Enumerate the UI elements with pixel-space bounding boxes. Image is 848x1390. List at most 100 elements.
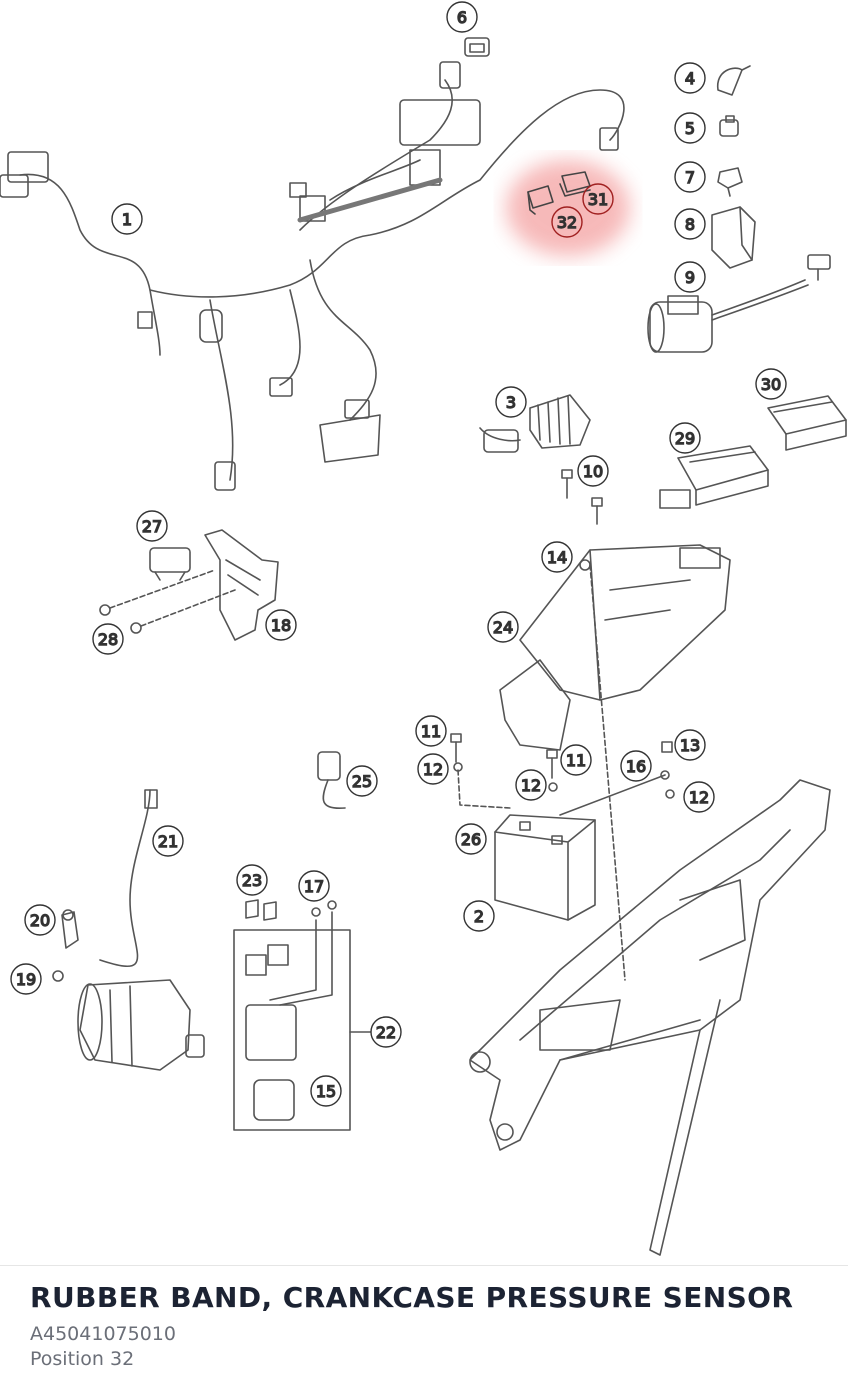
bolt-10[interactable]	[561, 469, 603, 525]
screw-11[interactable]	[450, 733, 558, 779]
callout-14: 14	[541, 541, 573, 573]
callout-10: 10	[577, 455, 609, 487]
cover-29[interactable]	[659, 445, 769, 509]
svg-text:19: 19	[16, 970, 36, 989]
svg-text:12: 12	[423, 760, 443, 779]
svg-text:12: 12	[521, 776, 541, 795]
svg-text:32: 32	[557, 213, 577, 232]
clip-23[interactable]	[245, 899, 277, 921]
callout-7: 7	[674, 161, 706, 193]
svg-text:14: 14	[547, 548, 567, 567]
svg-text:11: 11	[566, 751, 586, 770]
callout-4: 4	[674, 62, 706, 94]
clip-5[interactable]	[719, 115, 739, 137]
callout-13: 13	[674, 729, 706, 761]
fuse-box-27[interactable]	[149, 547, 191, 581]
svg-text:17: 17	[304, 877, 324, 896]
svg-text:31: 31	[588, 190, 608, 209]
svg-text:10: 10	[583, 462, 603, 481]
callout-21: 21	[152, 825, 184, 857]
callout-11b: 11	[560, 744, 592, 776]
screw-17[interactable]	[311, 900, 337, 917]
svg-text:29: 29	[675, 429, 695, 448]
callout-3: 3	[495, 386, 527, 418]
svg-text:5: 5	[685, 119, 695, 138]
voltage-regulator[interactable]	[479, 394, 591, 453]
part-position: Position 32	[30, 1348, 135, 1370]
callout-18: 18	[265, 609, 297, 641]
callout-labels: 1 2 3 4 5 6 7 8 9 10 11 11 12 12 12 13 1…	[10, 1, 787, 1107]
part-info-panel: RUBBER BAND, CRANKCASE PRESSURE SENSOR A…	[0, 1265, 848, 1390]
callout-6: 6	[446, 1, 478, 33]
nut-13[interactable]	[661, 741, 673, 753]
nut-19[interactable]	[52, 970, 64, 982]
rear-subframe[interactable]	[469, 779, 831, 1256]
svg-text:18: 18	[271, 616, 291, 635]
nut-28[interactable]	[99, 569, 236, 634]
callout-27: 27	[136, 510, 168, 542]
part-number: A45041075010	[30, 1323, 176, 1345]
cable-16[interactable]	[457, 769, 670, 816]
svg-text:27: 27	[142, 517, 162, 536]
holder-7[interactable]	[717, 167, 743, 197]
svg-text:2: 2	[474, 907, 484, 926]
svg-text:13: 13	[680, 736, 700, 755]
svg-text:21: 21	[158, 832, 178, 851]
callout-5: 5	[674, 112, 706, 144]
connector-6[interactable]	[464, 37, 490, 57]
svg-text:3: 3	[506, 393, 516, 412]
svg-text:20: 20	[30, 911, 50, 930]
svg-text:16: 16	[626, 757, 646, 776]
callout-32[interactable]: 32	[551, 206, 583, 238]
battery-holder-24[interactable]	[499, 544, 731, 981]
callout-29: 29	[669, 422, 701, 454]
wiring-harness[interactable]	[0, 61, 625, 491]
svg-text:8: 8	[685, 215, 695, 234]
svg-text:12: 12	[689, 788, 709, 807]
callout-28: 28	[92, 623, 124, 655]
sensor-9[interactable]	[647, 254, 831, 353]
callout-12b: 12	[515, 769, 547, 801]
callout-15: 15	[310, 1075, 342, 1107]
callout-26: 26	[455, 823, 487, 855]
svg-text:23: 23	[242, 871, 262, 890]
callout-31[interactable]: 31	[582, 183, 614, 215]
svg-text:28: 28	[98, 630, 118, 649]
svg-text:26: 26	[461, 830, 481, 849]
rubber-cap-8[interactable]	[711, 206, 756, 269]
starter-relay-group[interactable]	[233, 911, 373, 1131]
svg-text:6: 6	[457, 8, 467, 27]
svg-text:7: 7	[685, 168, 695, 187]
svg-text:11: 11	[421, 722, 441, 741]
cable-tie[interactable]	[717, 65, 751, 96]
svg-text:22: 22	[376, 1023, 396, 1042]
callout-12c: 12	[683, 781, 715, 813]
callout-19: 19	[10, 963, 42, 995]
callout-16: 16	[620, 750, 652, 782]
bracket-18[interactable]	[204, 529, 279, 641]
callout-11a: 11	[415, 715, 447, 747]
cover-30[interactable]	[767, 395, 847, 451]
starter-cable-21[interactable]	[99, 789, 158, 968]
callout-9: 9	[674, 261, 706, 293]
callout-8: 8	[674, 208, 706, 240]
callout-2: 2	[463, 900, 495, 932]
callout-17: 17	[298, 870, 330, 902]
callout-12a: 12	[417, 753, 449, 785]
svg-text:4: 4	[685, 69, 695, 88]
svg-text:15: 15	[316, 1082, 336, 1101]
svg-text:1: 1	[122, 210, 132, 229]
svg-text:9: 9	[685, 268, 695, 287]
callout-1: 1	[111, 203, 143, 235]
callout-20: 20	[24, 904, 56, 936]
cap-25[interactable]	[317, 751, 346, 809]
svg-text:24: 24	[493, 618, 513, 637]
callout-24: 24	[487, 611, 519, 643]
clip-20[interactable]	[61, 909, 79, 949]
rubber-band-32[interactable]	[527, 185, 554, 215]
callout-23: 23	[236, 864, 268, 896]
callout-25: 25	[346, 765, 378, 797]
battery-2[interactable]	[494, 814, 596, 921]
svg-text:30: 30	[761, 375, 781, 394]
starter-motor[interactable]	[77, 979, 205, 1071]
